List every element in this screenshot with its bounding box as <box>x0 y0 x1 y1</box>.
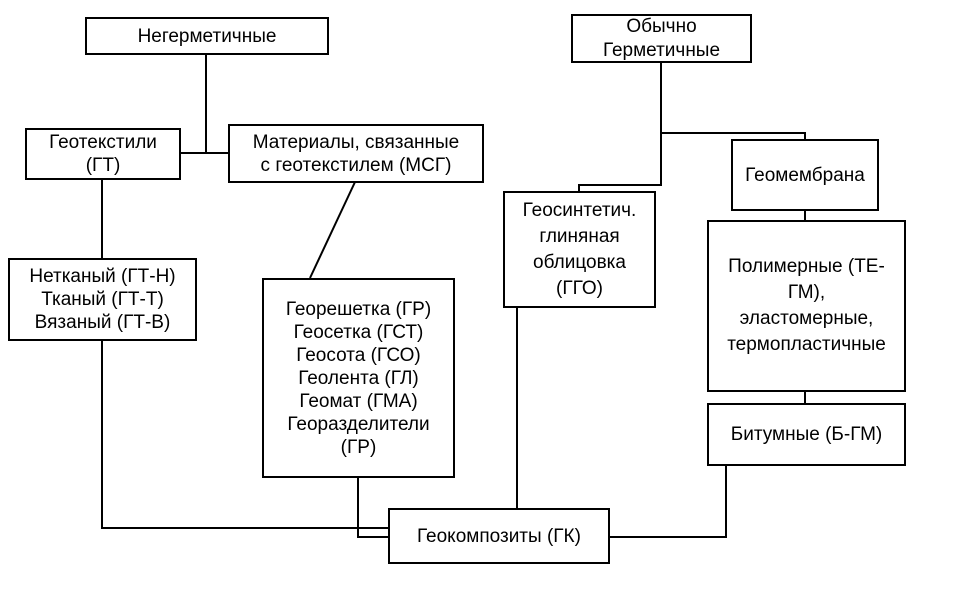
connector-msg-types <box>309 181 356 279</box>
node-sealed: Обычно Герметичные <box>571 14 752 63</box>
node-msg-types: Георешетка (ГР) Геосетка (ГСТ) Геосота (… <box>262 278 455 478</box>
node-geomembrane: Геомембрана <box>731 139 879 211</box>
node-bitumen: Битумные (Б-ГМ) <box>707 403 906 466</box>
connector-sealed <box>660 62 806 139</box>
node-gcl: Геосинтетич. глиняная облицовка (ГГО) <box>503 191 656 308</box>
node-non-sealed: Негерметичные <box>85 17 329 55</box>
connector-bit-gk <box>609 465 727 538</box>
connector-gcl <box>578 133 662 191</box>
node-polymer: Полимерные (ТЕ- ГМ), эластомерные, термо… <box>707 220 906 392</box>
node-related-materials: Материалы, связанные с геотекстилем (МСГ… <box>228 124 484 183</box>
node-gt-types: Нетканый (ГТ-Н) Тканый (ГТ-Т) Вязаный (Г… <box>8 258 197 341</box>
connector-msg-gk <box>357 477 388 538</box>
node-geocomposites: Геокомпозиты (ГК) <box>388 508 610 564</box>
node-geotextiles: Геотекстили (ГТ) <box>25 128 181 180</box>
connector-gt-gk <box>101 340 388 529</box>
